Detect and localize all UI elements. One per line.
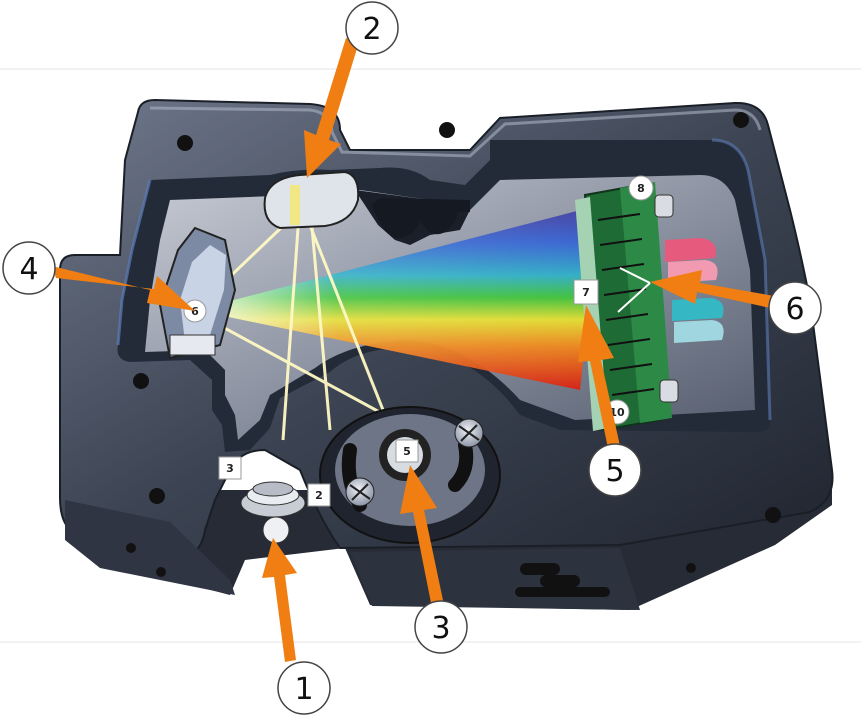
svg-text:6: 6 <box>785 292 804 327</box>
callout-4: 4 <box>2 241 56 295</box>
mounting-holes <box>126 112 781 597</box>
mounting-hole <box>156 567 166 577</box>
callout-3: 3 <box>414 600 468 654</box>
fiber-connector <box>240 481 306 544</box>
arrow-3 <box>400 465 444 608</box>
diffracted-spectrum <box>195 205 600 390</box>
small-label-3: 3 <box>218 456 242 480</box>
mounting-hole <box>439 122 455 138</box>
arrow-1 <box>262 538 297 662</box>
svg-text:6: 6 <box>191 305 199 318</box>
svg-text:3: 3 <box>226 462 234 475</box>
callout-6: 6 <box>768 281 822 335</box>
callout-1: 1 <box>277 661 331 715</box>
small-label-7: 7 <box>573 279 599 305</box>
focusing-mirror <box>263 170 360 230</box>
mounting-hole <box>133 373 149 389</box>
svg-text:5: 5 <box>605 454 624 489</box>
mounting-hole <box>733 112 749 128</box>
callouts: 1 2 3 4 5 6 <box>2 1 822 715</box>
mounting-hole <box>126 543 136 553</box>
mounting-hole <box>686 563 696 573</box>
mounting-slot <box>520 563 560 575</box>
svg-text:1: 1 <box>294 672 313 707</box>
arrow-4 <box>52 266 195 311</box>
mounting-slot <box>515 587 610 597</box>
mounting-hole <box>177 135 193 151</box>
svg-text:5: 5 <box>403 445 411 458</box>
svg-text:7: 7 <box>582 286 590 299</box>
leader-lines <box>617 267 651 313</box>
mounting-slot <box>540 575 580 587</box>
arrow-6 <box>650 270 786 311</box>
small-label-5: 5 <box>395 439 419 463</box>
small-label-2: 2 <box>307 483 331 507</box>
collimating-mirror <box>158 226 237 360</box>
arrow-2 <box>304 38 359 178</box>
svg-text:4: 4 <box>19 252 38 287</box>
mounting-hole <box>149 488 165 504</box>
svg-text:2: 2 <box>362 12 381 47</box>
callout-arrows <box>52 38 786 662</box>
callout-2: 2 <box>345 1 399 55</box>
small-label-8: 8 <box>628 175 654 201</box>
svg-text:8: 8 <box>637 182 645 195</box>
callout-5: 5 <box>588 443 642 497</box>
arrow-5 <box>578 305 622 458</box>
svg-text:2: 2 <box>315 489 323 502</box>
svg-text:3: 3 <box>431 611 450 646</box>
mounting-hole <box>765 507 781 523</box>
